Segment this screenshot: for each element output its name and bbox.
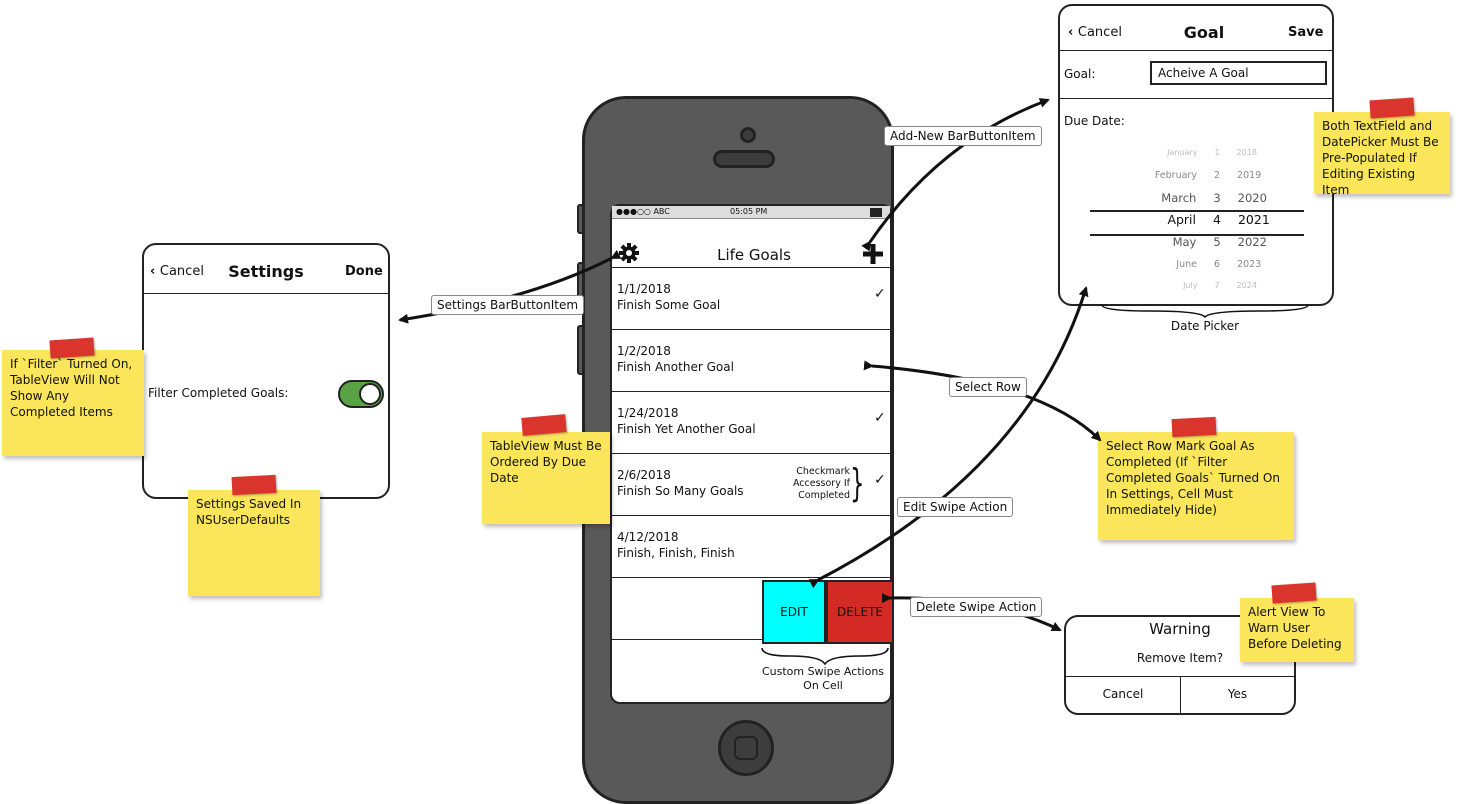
add-goal-button[interactable] (862, 243, 884, 269)
table-row[interactable]: 1/24/2018 Finish Yet Another Goal ✓ (612, 392, 892, 454)
settings-title: Settings (228, 262, 304, 281)
table-row-swiped[interactable] (612, 578, 892, 640)
picker-brace-icon (1101, 304, 1309, 319)
plus-icon (863, 244, 883, 264)
callout-edit-swipe: Edit Swipe Action (897, 497, 1014, 517)
picker-row: February 2 2019 (1154, 170, 1262, 181)
tape (231, 474, 277, 496)
goal-cancel-label: Cancel (1077, 25, 1122, 40)
sticky-note: TableView Must Be Ordered By Due Date (482, 432, 610, 524)
goal-label: Goal: (1064, 67, 1096, 81)
picker-selection-line (1090, 210, 1304, 212)
checkmark-icon: ✓ (874, 286, 886, 302)
checkmark-accessory-note: Checkmark Accessory If Completed (792, 466, 850, 501)
row-name: Finish Another Goal (617, 360, 734, 374)
settings-cancel-label: Cancel (159, 264, 204, 279)
tape (49, 337, 95, 359)
sticky-note: If `Filter` Turned On, TableView Will No… (2, 350, 144, 456)
sticky-note: Settings Saved In NSUserDefaults (188, 490, 320, 596)
toggle-knob (359, 383, 381, 405)
settings-gear-button[interactable] (618, 242, 640, 268)
swipe-actions-note: Custom Swipe Actions On Cell (761, 665, 885, 692)
delete-swipe-button[interactable]: DELETE (826, 580, 894, 644)
picker-row: January 1 2018 (1167, 148, 1257, 157)
filter-label: Filter Completed Goals: (148, 386, 289, 400)
phone-camera (740, 127, 756, 143)
table-row[interactable]: 1/2/2018 Finish Another Goal (612, 330, 892, 392)
edit-swipe-button[interactable]: EDIT (762, 580, 826, 644)
chevron-left-icon: ‹ (1068, 25, 1078, 40)
status-time: 05:05 PM (730, 207, 768, 216)
tape (1171, 416, 1217, 438)
carrier-label: ●●●○○ ABC (616, 207, 670, 216)
callout-select-row: Select Row (949, 377, 1027, 397)
home-button-icon (734, 736, 758, 760)
picker-selection-line (1090, 234, 1304, 236)
goal-cancel-button[interactable]: ‹ Cancel (1068, 25, 1122, 40)
checkmark-icon: ✓ (874, 472, 886, 488)
alert-button-divider (1180, 677, 1181, 713)
callout-settings-button: Settings BarButtonItem (431, 295, 585, 315)
phone-speaker (713, 150, 775, 168)
picker-row: July 7 2024 (1183, 281, 1257, 290)
swipe-brace-icon (761, 647, 889, 666)
gear-icon (619, 243, 639, 263)
alert-cancel-button[interactable]: Cancel (1102, 687, 1144, 701)
arrow-add-new (861, 98, 1050, 252)
settings-divider (144, 293, 388, 294)
brace-icon: } (850, 461, 865, 505)
settings-cancel-button[interactable]: ‹ Cancel (150, 264, 204, 279)
goal-screen (1058, 4, 1334, 306)
tape (1369, 97, 1415, 119)
settings-done-button[interactable]: Done (345, 264, 383, 279)
checkmark-icon: ✓ (874, 410, 886, 426)
nav-title: Life Goals (717, 246, 791, 264)
row-date: 1/1/2018 (617, 282, 671, 296)
row-date: 2/6/2018 (617, 468, 671, 482)
row-name: Finish, Finish, Finish (617, 546, 735, 560)
sticky-note: Select Row Mark Goal As Completed (If `F… (1098, 432, 1294, 540)
row-date: 4/12/2018 (617, 530, 679, 544)
status-bar: ●●●○○ ABC 05:05 PM (612, 206, 890, 219)
due-date-label: Due Date: (1064, 114, 1125, 128)
row-date: 1/24/2018 (617, 406, 679, 420)
picker-row: March 3 2020 (1161, 191, 1267, 205)
row-name: Finish Yet Another Goal (617, 422, 756, 436)
tape (1271, 582, 1317, 604)
sticky-note: Alert View To Warn User Before Deleting (1240, 598, 1354, 662)
callout-add-new: Add-New BarButtonItem (884, 126, 1042, 146)
sticky-note: Both TextField and DatePicker Must Be Pr… (1314, 112, 1450, 197)
chevron-left-icon: ‹ (150, 264, 160, 279)
picker-row: June 6 2023 (1176, 259, 1262, 270)
goal-nav-divider (1060, 50, 1332, 51)
picker-row: May 5 2022 (1172, 235, 1267, 249)
filter-toggle[interactable] (338, 380, 384, 408)
nav-divider (612, 267, 892, 268)
alert-title: Warning (1149, 620, 1211, 638)
settings-screen (142, 243, 390, 499)
table-row[interactable]: 4/12/2018 Finish, Finish, Finish (612, 516, 892, 578)
row-date: 1/2/2018 (617, 344, 671, 358)
date-picker[interactable]: January 1 2018 February 2 2019 March 3 2… (1064, 142, 1334, 302)
table-row[interactable]: 1/1/2018 Finish Some Goal ✓ (612, 268, 892, 330)
alert-yes-button[interactable]: Yes (1227, 687, 1248, 701)
goal-save-button[interactable]: Save (1288, 25, 1324, 40)
callout-delete-swipe: Delete Swipe Action (910, 597, 1043, 617)
picker-selected-row: April 4 2021 (1167, 212, 1270, 227)
tape (521, 414, 567, 436)
alert-message: Remove Item? (1136, 651, 1224, 665)
battery-icon (870, 208, 882, 217)
goal-field-divider (1060, 98, 1332, 99)
home-button[interactable] (718, 720, 774, 776)
alert-divider (1066, 676, 1294, 677)
row-name: Finish Some Goal (617, 298, 721, 312)
row-name: Finish So Many Goals (617, 484, 744, 498)
goal-text-field[interactable]: Acheive A Goal (1150, 61, 1327, 85)
date-picker-caption: Date Picker (1170, 319, 1240, 333)
goal-title: Goal (1183, 23, 1225, 42)
